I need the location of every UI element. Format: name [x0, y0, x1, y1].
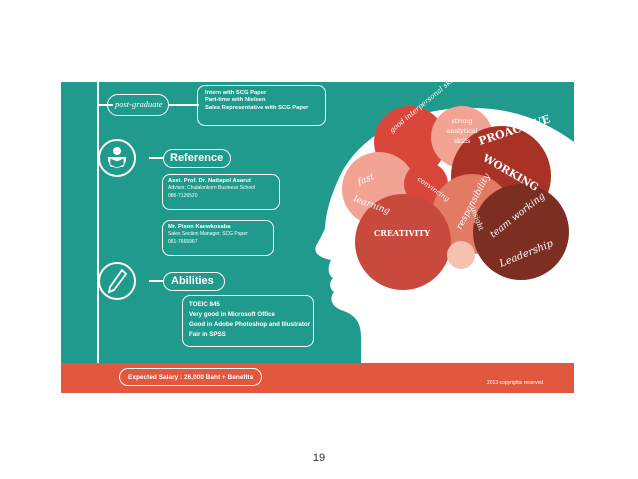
reference-role: Advisor, Chulalonkorn Business School	[168, 185, 255, 192]
pen-icon	[98, 262, 136, 300]
timeline-connector	[149, 280, 164, 282]
copyright-text: 2013 copyrights reserved	[487, 380, 544, 386]
ability-item: TOEIC 845	[189, 301, 220, 308]
skill-bubble-creativity	[355, 194, 451, 290]
reference-role: Sales Section Manager, SCG Paper	[168, 231, 248, 238]
brain-skills-cluster: good interpersonal skills strong analyti…	[342, 82, 569, 290]
ability-item: Very good in Microsoft Office	[189, 311, 275, 318]
experience-item: Sales Representative with SCG Paper	[205, 104, 309, 111]
timeline-connector	[169, 104, 199, 106]
experience-item: Intern with SCG Paper	[205, 90, 267, 96]
abilities-title: Abilities	[163, 272, 225, 291]
experience-item: Part-time with Nielsen	[205, 97, 266, 104]
resume-slide: good interpersonal skills strong analyti…	[61, 82, 574, 393]
abilities-box: TOEIC 845 Very good in Microsoft Office …	[182, 295, 314, 347]
reference-card-2: Mr. Pison Kaewkosaba Sales Section Manag…	[162, 220, 274, 256]
reference-card-1: Asst. Prof. Dr. Nattapol Asarut Advisor,…	[162, 174, 280, 210]
skill-analytical-1: strong	[452, 117, 473, 125]
reference-name: Mr. Pison Kaewkosaba	[168, 224, 231, 230]
post-graduate-label: post-graduate	[107, 94, 169, 116]
skill-creativity: CREATIVITY	[374, 228, 430, 238]
reference-title: Reference	[163, 149, 231, 168]
skill-analytical-2: analytical	[446, 127, 477, 135]
reference-name: Asst. Prof. Dr. Nattapol Asarut	[168, 178, 251, 184]
reference-phone: 086-7126520	[168, 192, 198, 199]
expected-salary: Expected Salary : 26,000 Baht + Benefits	[119, 368, 262, 386]
timeline-line	[97, 82, 99, 368]
timeline-connector	[97, 104, 113, 106]
page-number: 19	[312, 452, 326, 464]
reader-icon	[98, 139, 136, 177]
experience-box: Intern with SCG Paper Part-time with Nie…	[197, 85, 326, 126]
ability-item: Fair in SPSS	[189, 331, 226, 338]
ability-item: Good in Adobe Photoshop and Illustrator	[189, 321, 311, 328]
skill-bubble-small	[447, 241, 475, 269]
skill-bubble-leadership	[473, 184, 569, 280]
timeline-connector	[149, 157, 164, 159]
reference-phone: 081-7665967	[168, 238, 198, 245]
skill-analytical-3: skills	[454, 137, 471, 145]
